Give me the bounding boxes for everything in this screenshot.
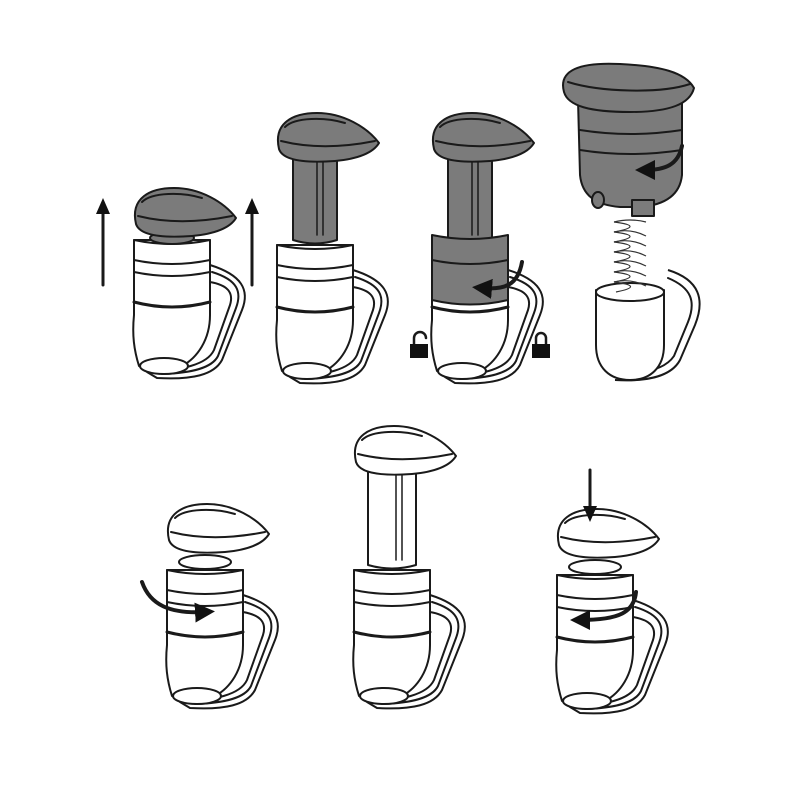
spout-base — [164, 568, 280, 710]
spout-cap — [276, 112, 380, 163]
spout-base — [274, 243, 390, 385]
spring — [613, 219, 647, 293]
spout-cap — [431, 112, 535, 163]
spout-base — [351, 568, 467, 710]
unlock-icon — [410, 330, 428, 358]
collar — [431, 234, 509, 306]
spout-cap — [562, 62, 695, 113]
stem — [447, 149, 493, 245]
spout-base — [554, 573, 670, 715]
arrow-down-icon — [583, 468, 597, 522]
lock-icon — [532, 331, 550, 358]
step-7-press-lock — [554, 508, 670, 715]
arrow-up-icon — [96, 198, 110, 287]
rotate-arrow-icon — [635, 144, 684, 180]
stem — [367, 459, 417, 570]
spout-cap — [353, 425, 457, 476]
spout-cap — [133, 187, 237, 238]
rotate-arrow-icon — [472, 260, 524, 299]
stem — [292, 149, 338, 245]
step-2-raised-stem — [274, 112, 390, 385]
spout-cup — [595, 289, 665, 381]
rotate-arrow-icon — [570, 590, 638, 630]
stem-top — [568, 559, 622, 575]
spout-cap — [556, 508, 660, 559]
step-3-rotate-collar — [429, 112, 545, 385]
stem-top — [178, 554, 232, 570]
rotate-arrow-icon — [140, 580, 215, 623]
step-1-lift-cap — [131, 187, 247, 380]
step-5-rotate-reassemble — [164, 503, 280, 710]
valve-tab — [631, 199, 655, 217]
spout-base — [131, 238, 247, 380]
spout-cap — [166, 503, 270, 554]
arrow-up-icon — [245, 198, 259, 287]
step-4-remove-valve — [562, 62, 701, 382]
step-6-raised-stem — [351, 425, 467, 710]
